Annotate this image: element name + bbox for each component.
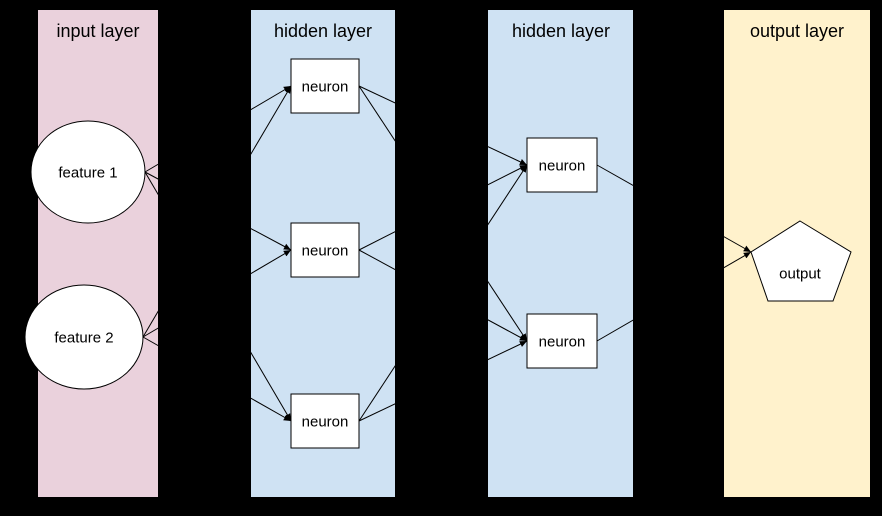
node-label-h1-neuron-2: neuron <box>302 243 349 260</box>
edge-feature-1-to-h1-neuron-2 <box>144 171 292 251</box>
node-h1-neuron-1 <box>290 58 360 114</box>
edge-feature-2-to-h1-neuron-3 <box>142 336 292 422</box>
node-label-h2-neuron-1: neuron <box>539 158 586 175</box>
node-label-output: output <box>779 266 822 283</box>
edge-h1-neuron-3-to-h2-neuron-2 <box>358 340 528 422</box>
node-feature-1 <box>30 120 146 224</box>
edge-h2-neuron-1-to-output <box>596 164 752 253</box>
edge-h1-neuron-3-to-h2-neuron-1 <box>358 164 528 422</box>
node-label-h1-neuron-3: neuron <box>302 414 349 431</box>
node-label-h1-neuron-1: neuron <box>302 79 349 96</box>
node-h1-neuron-2 <box>290 222 360 278</box>
panel-input-layer <box>38 10 158 497</box>
edge-feature-1-to-h1-neuron-3 <box>144 171 292 422</box>
panel-title-input-layer: input layer <box>56 21 139 41</box>
node-h1-neuron-3 <box>290 393 360 449</box>
node-label-h2-neuron-2: neuron <box>539 334 586 351</box>
node-h2-neuron-1 <box>526 137 598 193</box>
panel-hidden-layer-2 <box>488 10 633 497</box>
node-output <box>750 220 852 302</box>
edge-h1-neuron-1-to-h2-neuron-2 <box>358 85 528 342</box>
panel-title-output-layer: output layer <box>750 21 844 41</box>
node-label-feature-2: feature 2 <box>54 330 113 347</box>
edge-feature-2-to-h1-neuron-2 <box>142 249 292 338</box>
layer-edges <box>142 85 752 422</box>
edge-h1-neuron-2-to-h2-neuron-1 <box>358 164 528 251</box>
layer-nodes <box>24 58 852 449</box>
edge-feature-2-to-h1-neuron-1 <box>142 85 292 338</box>
node-feature-2 <box>24 284 144 390</box>
node-label-feature-1: feature 1 <box>58 165 117 182</box>
panel-title-hidden-layer-2: hidden layer <box>512 21 610 41</box>
node-h2-neuron-2 <box>526 313 598 369</box>
layer-labels: input layer hidden layer hidden layer outpu… <box>54 21 844 431</box>
edge-h1-neuron-2-to-h2-neuron-2 <box>358 249 528 342</box>
panel-title-hidden-layer-1: hidden layer <box>274 21 372 41</box>
edge-h1-neuron-1-to-h2-neuron-1 <box>358 85 528 166</box>
edge-h2-neuron-2-to-output <box>596 251 752 342</box>
edge-feature-1-to-h1-neuron-1 <box>144 85 292 173</box>
